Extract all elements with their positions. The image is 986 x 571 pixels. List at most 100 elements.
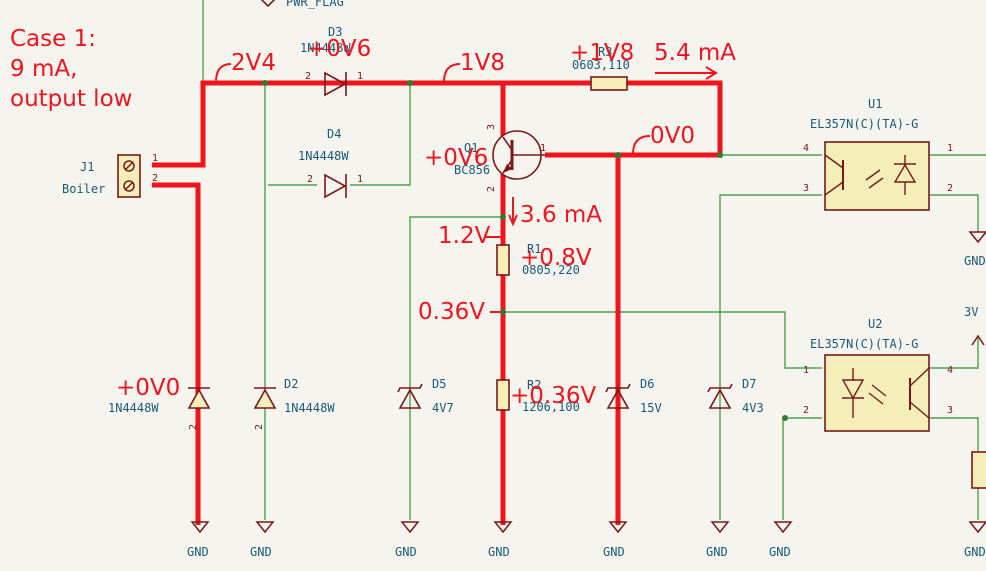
label-d1-drop: +0V0 [116, 375, 180, 401]
case-note-line1: Case 1: [10, 26, 96, 52]
label-036v: 0.36V [418, 299, 485, 325]
d5-value: 4V7 [432, 401, 454, 415]
gnd-label: GND [395, 545, 417, 559]
label-r2-drop: +0.36V [510, 383, 596, 409]
label-2v4: 2V4 [231, 50, 276, 76]
u1-pin4: 4 [803, 143, 809, 154]
r2-ref: R2 [527, 378, 541, 392]
diode-d2: D2 1N4448W 2 [253, 377, 335, 430]
voltage-annotations: Case 1: 9 mA, output low 2V4 +0V6 1V8 +1… [10, 26, 736, 409]
gnd-label: GND [187, 545, 209, 559]
r2-value: 1206,100 [522, 400, 580, 414]
q1-pin1: 1 [540, 143, 546, 154]
d7-value: 4V3 [742, 401, 764, 415]
resistor-r3: R3 0603,110 [572, 45, 718, 91]
rail-3v-label: 3V [964, 305, 978, 319]
label-q1-drop: +0V6 [424, 145, 488, 171]
resistor-r1: R1 0805,220 [496, 242, 580, 277]
r3-value: 0603,110 [572, 58, 630, 72]
u2-ref: U2 [868, 317, 882, 331]
gnd-label: GND [603, 545, 625, 559]
gnd-symbol [400, 521, 420, 534]
current-path-highlight [152, 80, 723, 525]
label-1v2: 1.2V [438, 223, 491, 249]
partial-resistor [971, 451, 986, 489]
u1-pin1: 1 [947, 143, 953, 154]
gnd-label: GND [964, 545, 986, 559]
d5-ref: D5 [432, 377, 446, 391]
resistor-r2: R2 1206,100 [496, 378, 580, 414]
j1-ref: J1 [80, 160, 94, 174]
label-q1-current: 3.6 mA [520, 202, 602, 228]
d4-ref: D4 [327, 127, 341, 141]
j1-pin2: 2 [152, 173, 158, 184]
u2-pin1: 1 [803, 365, 809, 376]
u1-value: EL357N(C)(TA)-G [810, 117, 918, 131]
u2-pin2: 2 [803, 405, 809, 416]
label-r3-drop: +1V8 [570, 40, 634, 66]
transistor-q1: 3 1 2 Q1 BC856 [454, 124, 546, 192]
u2-value: EL357N(C)(TA)-G [810, 337, 918, 351]
j1-pin1: 1 [152, 153, 158, 164]
u1-pin3: 3 [803, 183, 809, 194]
gnd-symbol [968, 231, 986, 244]
q1-pin2: 2 [486, 186, 497, 192]
d1-value: 1N4448W [108, 401, 159, 415]
gnd-symbol [493, 521, 513, 534]
d4-value: 1N4448W [298, 149, 349, 163]
gnd-symbol [968, 521, 986, 534]
d3-value: 1N4448W [300, 41, 351, 55]
u2-pin3: 3 [947, 405, 953, 416]
u2-pin4: 4 [947, 365, 953, 376]
q1-pin3: 3 [486, 124, 497, 130]
gnd-symbol [255, 521, 275, 534]
gnd-symbols: GND GND GND GND GND GND GND GND GND [187, 231, 986, 559]
label-1v8: 1V8 [460, 50, 505, 76]
label-r1-drop: +0.8V [520, 245, 592, 271]
gnd-label: GND [250, 545, 272, 559]
pwr-flag: PWR_FLAG [260, 0, 344, 9]
gnd-symbol [608, 521, 628, 534]
d1-pin: 2 [188, 424, 199, 430]
green-wires [202, 0, 986, 520]
gnd-label: GND [769, 545, 791, 559]
optocoupler-u1: U1 EL357N(C)(TA)-G 4 3 1 2 [803, 97, 953, 211]
d2-value: 1N4448W [284, 401, 335, 415]
case-note-line2: 9 mA, [10, 56, 77, 82]
connector-j1: 1 2 J1 Boiler [62, 153, 158, 198]
d3-pin2: 2 [305, 71, 311, 82]
d3-pin1: 1 [357, 71, 363, 82]
u1-pin2: 2 [947, 183, 953, 194]
r3-ref: R3 [598, 45, 612, 59]
d3-ref: D3 [328, 25, 342, 39]
r1-value: 0805,220 [522, 263, 580, 277]
d6-ref: D6 [640, 377, 654, 391]
u1-ref: U1 [868, 97, 882, 111]
label-r3-current: 5.4 mA [654, 40, 736, 66]
power-3v: 3V [964, 305, 985, 346]
diode-d1: 1N4448W 2 [108, 387, 211, 430]
case-note-line3: output low [10, 86, 132, 112]
gnd-symbol [773, 521, 793, 534]
d6-value: 15V [640, 401, 662, 415]
q1-value: BC856 [454, 163, 490, 177]
zener-d5: D5 4V7 [397, 377, 454, 415]
d2-ref: D2 [284, 377, 298, 391]
diode-d4: 2 1 D4 1N4448W [298, 127, 363, 199]
d2-pin: 2 [254, 424, 265, 430]
j1-value: Boiler [62, 182, 105, 196]
d7-ref: D7 [742, 377, 756, 391]
label-d3-drop: +0V6 [307, 36, 371, 62]
r1-ref: R1 [527, 242, 541, 256]
gnd-symbol [710, 521, 730, 534]
pwr-flag-label: PWR_FLAG [286, 0, 344, 9]
d4-pin1: 1 [357, 174, 363, 185]
gnd-label: GND [706, 545, 728, 559]
optocoupler-u2: U2 EL357N(C)(TA)-G 1 2 4 3 [803, 317, 953, 432]
gnd-symbol [190, 521, 210, 534]
gnd-label: GND [964, 254, 986, 268]
label-0v0-base: 0V0 [650, 123, 695, 149]
d4-pin2: 2 [307, 174, 313, 185]
diode-d3: 2 1 D3 1N4448W [300, 25, 363, 97]
